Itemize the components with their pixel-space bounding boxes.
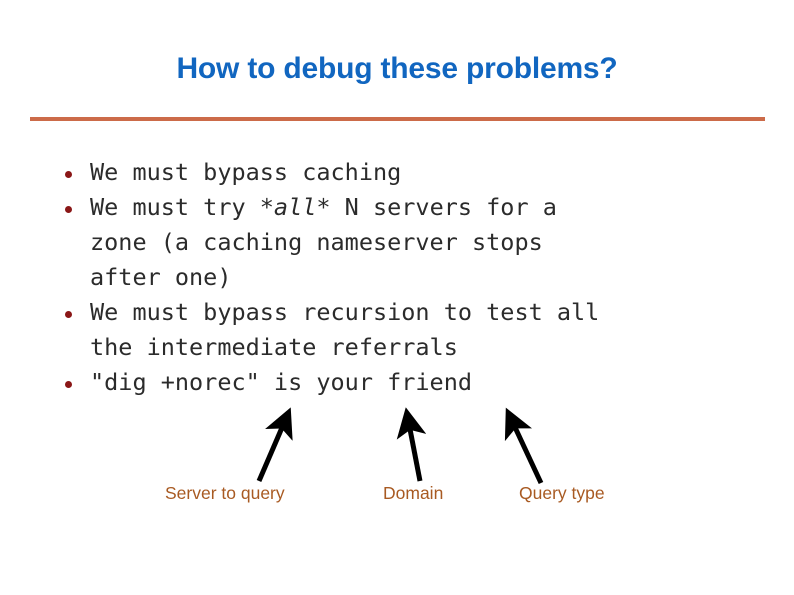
bullet-text-bypass-caching: We must bypass caching — [90, 158, 402, 186]
bullet-text-bypass-recursion: We must bypass recursion to test all the… — [90, 298, 600, 361]
annotation-label-server-to-query: Server to query — [165, 483, 285, 503]
list-item: We must bypass caching — [58, 155, 788, 190]
title-divider-rule — [30, 117, 765, 121]
bullet-dot-icon — [65, 171, 72, 178]
list-item: "dig +norec" is your friend — [58, 365, 788, 400]
list-item: We must bypass recursion to test all the… — [58, 295, 788, 365]
bullet-dot-icon — [65, 206, 72, 213]
arrow-up-left-to-query-type-field — [504, 407, 544, 485]
bullet-text-dig-norec: "dig +norec" is your friend — [90, 368, 473, 396]
annotation-label-domain: Domain — [383, 483, 444, 503]
bullet-dot-icon — [65, 311, 72, 318]
annotation-label-query-type: Query type — [519, 483, 605, 503]
page-title: How to debug these problems? — [176, 52, 618, 85]
list-item: We must try *all* N servers for a zone (… — [58, 190, 788, 295]
bullet-text-try-all-servers: We must try *all* N servers for a zone (… — [90, 193, 557, 291]
bullet-text-segment-before: We must try — [90, 193, 260, 221]
bullet-list: We must bypass caching We must try *all*… — [58, 155, 788, 400]
bullet-dot-icon — [65, 381, 72, 388]
arrow-up-right-to-server-field — [256, 407, 293, 482]
arrow-up-to-domain-field — [396, 407, 427, 482]
bullet-text-emphasis-all: *all* — [259, 193, 331, 221]
bullet-text-segment-after: N servers for a zone (a caching nameserv… — [90, 193, 557, 291]
